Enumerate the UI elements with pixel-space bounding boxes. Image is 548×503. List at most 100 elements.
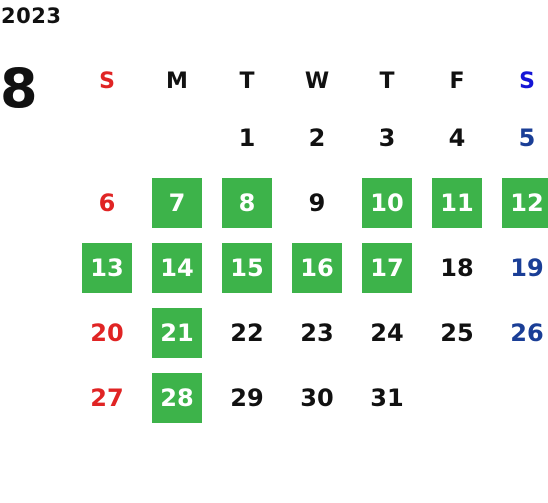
day-cell[interactable]: 22 bbox=[212, 300, 282, 365]
day-box[interactable]: 27 bbox=[82, 373, 132, 423]
weekday-label-wednesday: W bbox=[304, 69, 330, 94]
day-number: 3 bbox=[378, 123, 396, 152]
month-number: 8 bbox=[0, 57, 38, 120]
day-box[interactable]: 23 bbox=[292, 308, 342, 358]
day-cell[interactable]: 29 bbox=[212, 365, 282, 430]
day-number: 5 bbox=[518, 123, 536, 152]
day-number: 6 bbox=[98, 188, 116, 217]
day-cell[interactable]: 4 bbox=[422, 105, 492, 170]
day-number: 23 bbox=[300, 318, 334, 347]
day-cell[interactable]: 5 bbox=[492, 105, 548, 170]
day-cell[interactable]: 11 bbox=[422, 170, 492, 235]
day-number: 7 bbox=[168, 188, 186, 217]
day-box[interactable]: 4 bbox=[432, 113, 482, 163]
day-cell[interactable]: 14 bbox=[142, 235, 212, 300]
day-box[interactable]: 19 bbox=[502, 243, 548, 293]
day-box[interactable]: 29 bbox=[222, 373, 272, 423]
weekday-header: S bbox=[72, 58, 142, 105]
day-number: 26 bbox=[510, 318, 544, 347]
highlighted-day-box[interactable]: 14 bbox=[152, 242, 202, 293]
highlighted-day-box[interactable]: 8 bbox=[222, 177, 272, 228]
day-cell[interactable]: 15 bbox=[212, 235, 282, 300]
highlighted-day-box[interactable]: 15 bbox=[222, 242, 272, 293]
day-box[interactable]: 18 bbox=[432, 243, 482, 293]
day-box[interactable]: 22 bbox=[222, 308, 272, 358]
day-cell[interactable]: 23 bbox=[282, 300, 352, 365]
day-cell[interactable]: 9 bbox=[282, 170, 352, 235]
day-number: 4 bbox=[448, 123, 466, 152]
day-number: 27 bbox=[90, 383, 124, 412]
day-cell[interactable]: 28 bbox=[142, 365, 212, 430]
highlighted-day-box[interactable]: 11 bbox=[432, 177, 482, 228]
day-cell[interactable]: 24 bbox=[352, 300, 422, 365]
day-cell[interactable]: 18 bbox=[422, 235, 492, 300]
highlighted-day-box[interactable]: 10 bbox=[362, 177, 412, 228]
day-cell[interactable]: 21 bbox=[142, 300, 212, 365]
day-box[interactable]: 2 bbox=[292, 113, 342, 163]
day-cell bbox=[72, 105, 142, 170]
day-box[interactable]: 26 bbox=[502, 308, 548, 358]
day-cell[interactable]: 12 bbox=[492, 170, 548, 235]
highlighted-day-box[interactable]: 28 bbox=[152, 372, 202, 423]
week-row: 13 14 15 16 17 18 19 bbox=[72, 235, 548, 300]
day-cell[interactable]: 13 bbox=[72, 235, 142, 300]
day-box[interactable]: 25 bbox=[432, 308, 482, 358]
weekday-header: T bbox=[212, 58, 282, 105]
day-cell bbox=[142, 105, 212, 170]
highlighted-day-box[interactable]: 7 bbox=[152, 177, 202, 228]
weekday-label-thursday: T bbox=[379, 69, 395, 94]
highlighted-day-box[interactable]: 13 bbox=[82, 242, 132, 293]
day-number: 1 bbox=[238, 123, 256, 152]
day-cell[interactable]: 31 bbox=[352, 365, 422, 430]
week-row: 27 28 29 30 31 bbox=[72, 365, 548, 430]
day-cell[interactable]: 2 bbox=[282, 105, 352, 170]
day-number: 20 bbox=[90, 318, 124, 347]
day-number: 10 bbox=[370, 188, 404, 217]
day-cell[interactable]: 10 bbox=[352, 170, 422, 235]
weekday-label-monday: M bbox=[166, 69, 188, 94]
day-box[interactable]: 1 bbox=[222, 113, 272, 163]
day-box[interactable]: 5 bbox=[502, 113, 548, 163]
day-cell[interactable]: 3 bbox=[352, 105, 422, 170]
highlighted-day-box[interactable]: 17 bbox=[362, 242, 412, 293]
weekday-label-saturday: S bbox=[519, 69, 535, 94]
day-number: 22 bbox=[230, 318, 264, 347]
day-number: 12 bbox=[510, 188, 544, 217]
day-cell[interactable]: 8 bbox=[212, 170, 282, 235]
day-cell[interactable]: 17 bbox=[352, 235, 422, 300]
day-box[interactable]: 6 bbox=[82, 178, 132, 228]
day-cell[interactable]: 30 bbox=[282, 365, 352, 430]
highlighted-day-box[interactable]: 16 bbox=[292, 242, 342, 293]
week-row: 20 21 22 23 24 25 26 bbox=[72, 300, 548, 365]
highlighted-day-box[interactable]: 12 bbox=[502, 177, 548, 228]
day-number: 30 bbox=[300, 383, 334, 412]
day-box[interactable]: 20 bbox=[82, 308, 132, 358]
weekday-label-friday: F bbox=[449, 69, 465, 94]
weekday-header: F bbox=[422, 58, 492, 105]
year-label: 2023 bbox=[1, 4, 62, 28]
day-box[interactable]: 24 bbox=[362, 308, 412, 358]
highlighted-day-box[interactable]: 21 bbox=[152, 307, 202, 358]
day-cell[interactable]: 26 bbox=[492, 300, 548, 365]
day-box[interactable]: 9 bbox=[292, 178, 342, 228]
day-number: 17 bbox=[370, 253, 404, 282]
day-cell[interactable]: 7 bbox=[142, 170, 212, 235]
day-box[interactable]: 31 bbox=[362, 373, 412, 423]
day-cell[interactable]: 25 bbox=[422, 300, 492, 365]
day-cell[interactable]: 16 bbox=[282, 235, 352, 300]
day-number: 9 bbox=[308, 188, 326, 217]
day-cell[interactable]: 19 bbox=[492, 235, 548, 300]
day-number: 18 bbox=[440, 253, 474, 282]
day-box[interactable]: 3 bbox=[362, 113, 412, 163]
day-cell[interactable]: 27 bbox=[72, 365, 142, 430]
day-cell[interactable]: 20 bbox=[72, 300, 142, 365]
day-number: 28 bbox=[160, 383, 194, 412]
day-number: 14 bbox=[160, 253, 194, 282]
day-number: 29 bbox=[230, 383, 264, 412]
day-box[interactable]: 30 bbox=[292, 373, 342, 423]
weekday-header: M bbox=[142, 58, 212, 105]
day-number: 2 bbox=[308, 123, 326, 152]
day-cell[interactable]: 1 bbox=[212, 105, 282, 170]
day-cell[interactable]: 6 bbox=[72, 170, 142, 235]
